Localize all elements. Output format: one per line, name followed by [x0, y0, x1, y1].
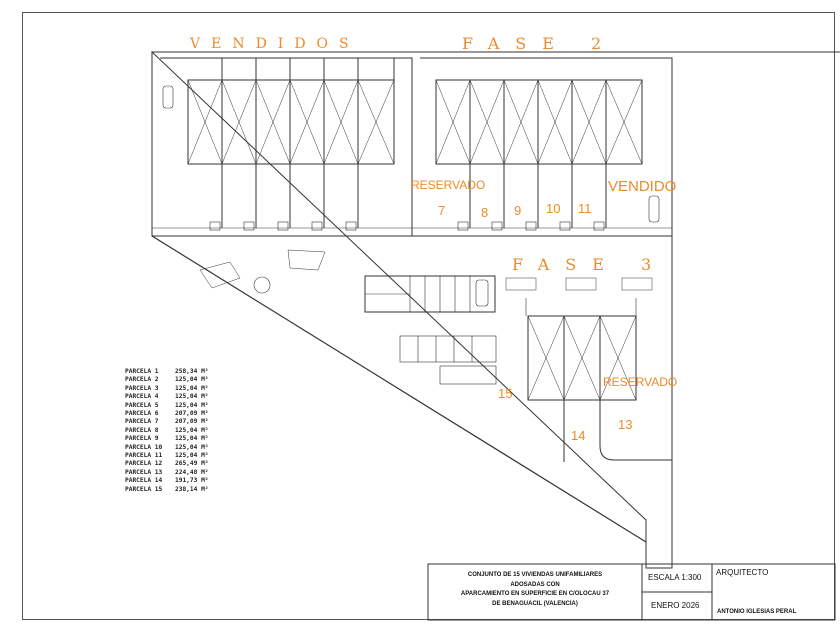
parcel-row: PARCELA 4 125,04 M²: [125, 393, 209, 401]
reserved-label-top: RESERVADO: [411, 178, 486, 192]
parcel-area: 125,04 M²: [175, 452, 209, 460]
parcel-area: 125,04 M²: [175, 401, 209, 409]
diagonal-boundary: [151, 235, 647, 543]
parcel-area: 258,34 M²: [175, 368, 209, 375]
parcel-area: 125,04 M²: [175, 443, 209, 451]
left-row-lot: [160, 57, 413, 236]
parcel-area: 207,09 M²: [175, 418, 209, 426]
parcel-name: PARCELA 12: [125, 460, 163, 468]
parcel-name: PARCELA 10: [125, 443, 163, 451]
parcel-row: PARCELA 10 125,04 M²: [125, 444, 209, 452]
plot-number: 15: [498, 386, 513, 401]
project-line: DE BENAGUACIL (VALENCIA): [492, 600, 578, 607]
parcel-row: PARCELA 11 125,04 M²: [125, 452, 209, 460]
parcel-row: PARCELA 5 125,04 M²: [125, 402, 209, 410]
parcel-name: PARCELA 14: [125, 477, 163, 485]
car-outline-2: [648, 195, 660, 223]
plot-number: 14: [571, 428, 586, 443]
parcel-row: PARCELA 1 258,34 M²: [125, 368, 209, 376]
parcel-name: PARCELA 6: [125, 410, 159, 418]
parcel-row: PARCELA 3 125,04 M²: [125, 385, 209, 393]
project-line: APARCAMIENTO EN SUPERFICIE EN C/OLOCAU 3…: [460, 591, 610, 597]
plot-number: 9: [514, 203, 522, 218]
project-line: CONJUNTO DE 15 VIVIENDAS UNIFAMILIARES: [467, 572, 603, 578]
parcel-area: 125,04 M²: [175, 384, 209, 392]
architect-name: ANTONIO IGLESIAS PERAL: [717, 609, 797, 615]
parcel-name: PARCELA 15: [125, 485, 163, 493]
right-row-lot: [420, 57, 673, 236]
sold-label-right: VENDIDO: [608, 178, 677, 195]
reserved-label-bottom: RESERVADO: [603, 375, 678, 389]
parcel-row: PARCELA 2 125,04 M²: [125, 376, 209, 384]
plot-number: 11: [578, 201, 592, 216]
parcel-name: PARCELA 7: [125, 418, 159, 426]
fase2-header: FASE 2: [462, 34, 618, 53]
house-block-fase3: [527, 315, 637, 401]
site-boundary: [151, 50, 840, 569]
parcel-name: PARCELA 1: [125, 368, 159, 375]
project-line: ADOSADAS CON: [510, 581, 560, 588]
project-description: CONJUNTO DE 15 VIVIENDAS UNIFAMILIARES A…: [432, 571, 638, 609]
plot-number: 13: [618, 417, 633, 432]
parcel-name: PARCELA 5: [125, 401, 159, 409]
fase3-header: FASE 3: [512, 255, 668, 274]
parcel-name: PARCELA 9: [125, 435, 159, 443]
parcel-row: PARCELA 12 265,49 M²: [125, 460, 209, 468]
parcel-area: 207,09 M²: [175, 410, 209, 418]
parcel-area: 125,04 M²: [175, 376, 209, 384]
parcel-name: PARCELA 13: [125, 468, 163, 476]
parcel-area: 125,04 M²: [175, 393, 209, 401]
parcel-name: PARCELA 4: [125, 393, 159, 401]
parcel-area-list: PARCELA 1 258,34 M² PARCELA 2 125,04 M² PA…: [125, 368, 209, 494]
parcel-area: 125,04 M²: [175, 435, 209, 443]
car-outline-3: [475, 279, 489, 307]
parcel-area: 191,73 M²: [175, 477, 209, 485]
parcel-row: PARCELA 13 224,48 M²: [125, 469, 209, 477]
parcel-name: PARCELA 2: [125, 376, 159, 384]
parcel-row: PARCELA 9 125,04 M²: [125, 435, 209, 443]
parcel-name: PARCELA 11: [125, 452, 163, 460]
date-label: ENERO 2026: [651, 601, 700, 610]
house-block-left: [187, 79, 395, 165]
plot-number: 8: [481, 205, 489, 220]
parcel-row: PARCELA 8 125,04 M²: [125, 427, 209, 435]
parcel-row: PARCELA 14 191,73 M²: [125, 477, 209, 485]
house-block-right: [435, 79, 643, 165]
parcel-area: 125,04 M²: [175, 426, 209, 434]
plot-number: 10: [546, 201, 561, 216]
parcel-name: PARCELA 3: [125, 384, 159, 392]
parcel-area: 224,48 M²: [175, 468, 209, 476]
parcel-area: 238,14 M²: [175, 485, 209, 493]
parcel-area: 265,49 M²: [175, 460, 209, 468]
architect-heading: ARQUITECTO: [716, 568, 769, 577]
title-block-frame: [427, 563, 836, 621]
parcel-name: PARCELA 8: [125, 426, 159, 434]
parcel-row: PARCELA 7 207,09 M²: [125, 418, 209, 426]
car-outline: [162, 85, 174, 109]
scale-label: ESCALA 1:300: [648, 573, 702, 582]
parcel-row: PARCELA 6 207,09 M²: [125, 410, 209, 418]
plot-number: 7: [438, 203, 446, 218]
vendidos-header: VENDIDOS: [190, 36, 360, 52]
parcel-row: PARCELA 15 238,14 M²: [125, 486, 209, 494]
